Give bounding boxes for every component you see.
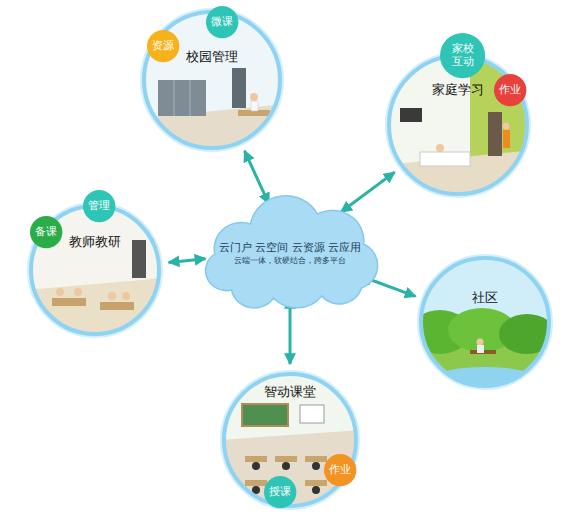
- inner-ring: [224, 374, 356, 506]
- park-scene: [410, 254, 555, 390]
- illustration-shape: [232, 68, 246, 108]
- illustration-shape: [220, 430, 360, 512]
- illustration-shape: [477, 345, 484, 353]
- illustration-shape: [503, 123, 510, 130]
- illustration-shape: [56, 288, 64, 296]
- illustration-shape: [488, 112, 502, 156]
- badge-fill: [147, 30, 179, 62]
- badge-fill: [83, 190, 115, 222]
- illustration-shape: [174, 80, 175, 116]
- illustration-shape: [477, 339, 484, 346]
- hub-heading: 云门户 云空间 云资源 云应用: [219, 241, 362, 256]
- tag-badge: 管理: [83, 190, 115, 222]
- illustration-shape: [252, 462, 260, 470]
- double-arrow: [245, 151, 269, 204]
- illustration-shape: [312, 462, 320, 470]
- illustration-shape: [122, 292, 130, 300]
- illustration-shape: [305, 456, 327, 462]
- illustration-shape: [436, 144, 444, 152]
- badge-label: 作业: [499, 84, 521, 97]
- illustration-shape: [275, 456, 297, 462]
- badge-label: 授课: [269, 486, 291, 499]
- badge-fill: [494, 74, 526, 106]
- tag-badge: 微课: [206, 6, 238, 38]
- circle-ring: [417, 254, 553, 390]
- illustration-shape: [420, 152, 470, 166]
- illustration-shape: [305, 480, 327, 486]
- illustration-shape: [74, 288, 82, 296]
- badge-label: 家校 互动: [449, 43, 478, 68]
- tag-badge: 资源: [147, 30, 179, 62]
- classroom-scene: [220, 370, 360, 512]
- tag-badge: 作业: [324, 454, 356, 486]
- tag-badge: 授课: [264, 476, 296, 508]
- illustration-shape: [503, 130, 510, 148]
- illustration-shape: [282, 462, 290, 470]
- inner-ring: [31, 206, 159, 334]
- illustration-shape: [190, 80, 191, 116]
- badge-fill: [30, 216, 62, 248]
- tag-badge: 备课: [30, 216, 62, 248]
- module-title: 校园管理: [186, 49, 238, 65]
- badge-label: 微课: [211, 16, 233, 29]
- illustration-shape: [251, 101, 258, 111]
- cloud-hub: 云门户 云空间 云资源 云应用云端一体，软硬结合，跨多平台: [196, 192, 385, 308]
- badge-label: 资源: [152, 40, 174, 53]
- tag-badge: 家校 互动: [440, 33, 485, 78]
- double-arrow: [169, 259, 206, 263]
- illustration-shape: [242, 404, 288, 426]
- badge-fill: [264, 476, 296, 508]
- illustration-shape: [52, 298, 86, 306]
- module-title: 社区: [472, 290, 498, 306]
- staffroom-scene: [27, 202, 165, 340]
- illustration-shape: [245, 480, 267, 486]
- illustration-shape: [312, 486, 320, 494]
- badge-fill: [440, 33, 485, 78]
- illustration-shape: [300, 405, 324, 423]
- module-circle: 社区: [417, 254, 553, 390]
- module-title: 教师教研: [69, 234, 121, 250]
- outer-ring: [222, 372, 359, 509]
- inner-ring: [421, 258, 549, 386]
- illustration-shape: [108, 292, 116, 300]
- tag-badge: 作业: [494, 74, 526, 106]
- hub-tagline: 云端一体，软硬结合，跨多平台: [234, 255, 346, 267]
- illustration-shape: [132, 240, 146, 278]
- outer-ring: [29, 204, 162, 337]
- cloud-fill: [205, 196, 377, 308]
- illustration-shape: [100, 302, 134, 310]
- badge-label: 作业: [329, 464, 351, 477]
- badge-label: 管理: [88, 200, 110, 213]
- badge-fill: [324, 454, 356, 486]
- double-arrow: [341, 172, 395, 212]
- illustration-shape: [158, 80, 206, 116]
- illustration-shape: [27, 202, 165, 340]
- illustration-shape: [250, 93, 258, 101]
- illustration-shape: [245, 456, 267, 462]
- illustration-shape: [400, 108, 422, 122]
- module-title: 智动课堂: [264, 384, 316, 400]
- badge-label: 备课: [35, 226, 57, 239]
- badge-fill: [206, 6, 238, 38]
- outer-ring: [419, 256, 552, 389]
- module-title: 家庭学习: [432, 82, 484, 98]
